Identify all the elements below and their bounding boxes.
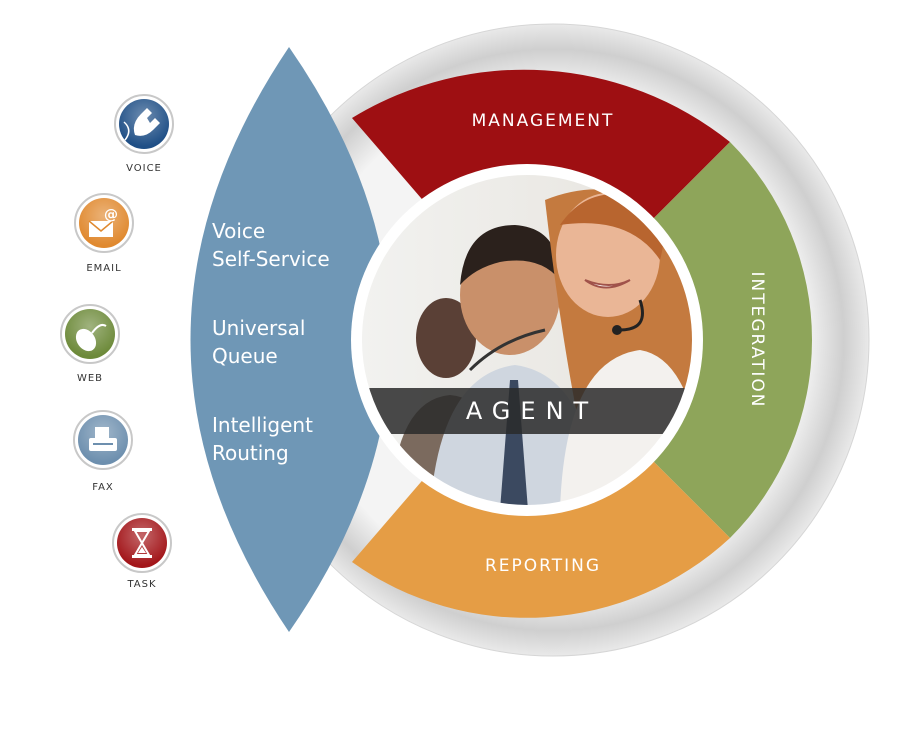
integration-label: INTEGRATION — [747, 272, 767, 409]
channel-email[interactable]: @ EMAIL — [74, 193, 134, 274]
channel-web[interactable]: WEB — [60, 304, 120, 384]
lens-item-line1: Intelligent — [212, 413, 313, 437]
channel-label: EMAIL — [86, 263, 121, 274]
lens-item-line1: Universal — [212, 316, 305, 340]
agent-band — [359, 388, 695, 434]
svg-text:@: @ — [104, 207, 118, 223]
hourglass-icon — [112, 513, 172, 573]
channel-task[interactable]: TASK — [112, 513, 172, 590]
integration-segment[interactable] — [647, 142, 813, 538]
agent-label: AGENT — [466, 397, 598, 425]
lens-item-voice-self-service: Voice Self-Service — [212, 219, 330, 271]
lens-item-line2: Routing — [212, 441, 289, 465]
channel-voice[interactable]: VOICE — [114, 94, 174, 174]
agents-photo — [359, 172, 695, 508]
phone-icon — [114, 94, 174, 154]
routing-lens — [190, 47, 391, 632]
agent-center — [351, 164, 703, 516]
lens-item-line2: Queue — [212, 344, 278, 368]
channel-label: TASK — [126, 579, 156, 590]
channel-label: FAX — [92, 482, 114, 493]
channel-fax[interactable]: FAX — [73, 410, 133, 493]
lens-item-line2: Self-Service — [212, 247, 330, 271]
fax-icon — [73, 410, 133, 470]
lens-item-line1: Voice — [212, 219, 265, 243]
email-icon: @ — [74, 193, 134, 253]
lens-item-universal-queue: Universal Queue — [212, 316, 305, 368]
reporting-label: REPORTING — [485, 556, 601, 576]
lens-item-intelligent-routing: Intelligent Routing — [212, 413, 313, 465]
management-label: MANAGEMENT — [472, 111, 615, 131]
web-mouse-icon — [60, 304, 120, 364]
channel-label: VOICE — [126, 163, 162, 174]
channel-label: WEB — [77, 373, 103, 384]
